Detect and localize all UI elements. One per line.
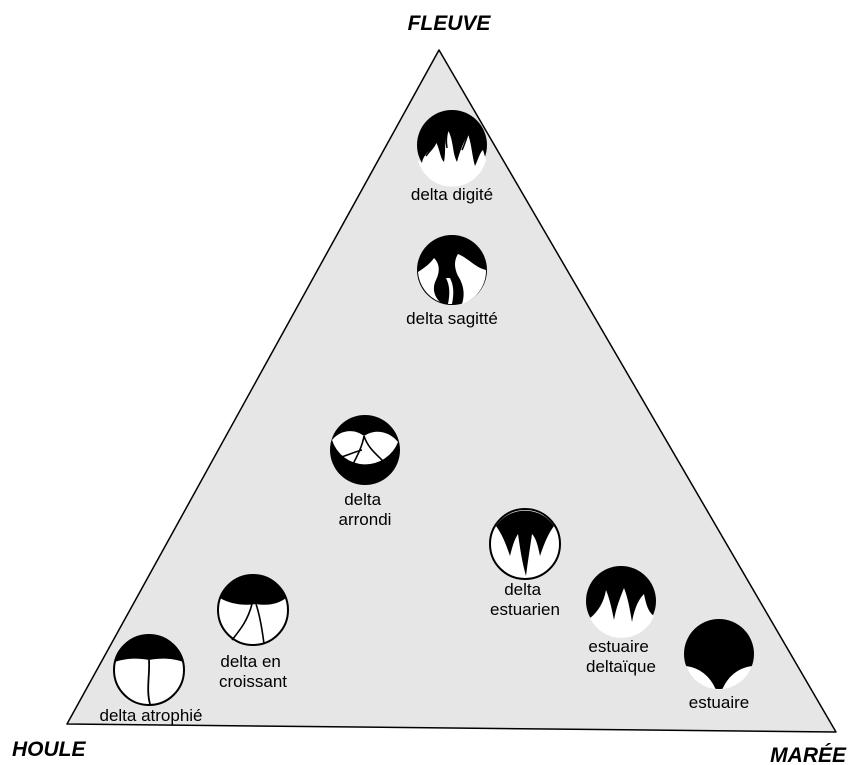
delta-en-croissant-label: delta en croissant (219, 652, 287, 691)
delta-en-croissant: delta en croissant (217, 574, 289, 691)
estuaire-label: estuaire (689, 693, 749, 712)
vertex-label-houle: HOULE (12, 738, 86, 761)
estuaire: estuaire (684, 619, 754, 712)
delta-arrondi-label: delta arrondi (339, 490, 392, 529)
delta-atrophie-icon (113, 634, 185, 706)
estuaire-icon (684, 619, 754, 690)
vertex-label-maree: MARÉE (770, 744, 847, 765)
delta-digite: delta digité (411, 110, 493, 204)
delta-estuarien-label: delta estuarien (490, 580, 560, 619)
delta-atrophie: delta atrophié (99, 634, 203, 725)
delta-arrondi-icon (330, 415, 400, 485)
estuaire-deltaique: estuaire deltaïque (586, 566, 656, 676)
delta-digite-icon (417, 110, 487, 187)
delta-estuarien-icon (489, 508, 561, 580)
delta-sagitte-label: delta sagitté (406, 309, 498, 328)
delta-sagitte-icon (417, 235, 487, 305)
delta-atrophie-label: delta atrophié (99, 706, 202, 725)
ternary-triangle (66, 49, 837, 733)
vertex-label-fleuve: FLEUVE (408, 12, 492, 35)
delta-estuarien: delta estuarien (489, 508, 561, 619)
delta-arrondi: delta arrondi (330, 415, 400, 529)
estuaire-deltaique-label: estuaire deltaïque (586, 637, 656, 676)
delta-digite-label: delta digité (411, 185, 493, 204)
estuaire-deltaique-icon (586, 566, 656, 638)
delta-en-croissant-icon (217, 574, 289, 646)
delta-sagitte: delta sagitté (406, 235, 498, 328)
